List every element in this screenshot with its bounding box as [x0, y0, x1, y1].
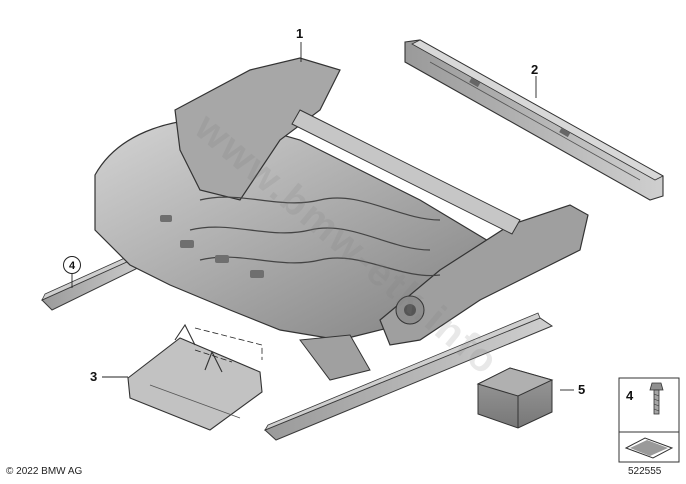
callout-2: 2: [531, 62, 539, 77]
block-part: [476, 367, 554, 429]
callout-3: 3: [90, 369, 98, 384]
callout-1: 1: [296, 26, 304, 41]
fastener-box: [618, 377, 680, 463]
callout-4-circled: 4: [63, 256, 81, 274]
seat-frame-part: [41, 57, 589, 441]
leader-lines: [71, 42, 574, 391]
callout-4-box: 4: [626, 388, 634, 403]
callout-5: 5: [578, 382, 586, 397]
rail-part: [404, 39, 664, 201]
bracket-part: [127, 323, 263, 431]
diagram-number: 522555: [628, 466, 662, 477]
copyright-text: © 2022 BMW AG: [6, 466, 83, 477]
